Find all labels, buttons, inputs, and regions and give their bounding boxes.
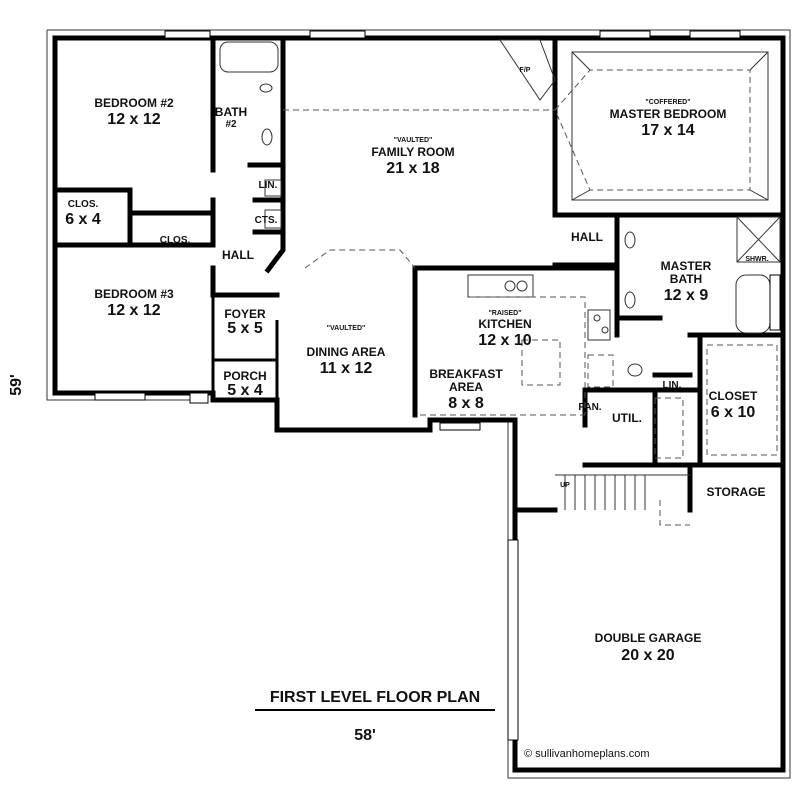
porch-label: PORCH xyxy=(223,369,266,383)
foyer-label: FOYER xyxy=(224,307,266,321)
bath2-label: BATH xyxy=(215,105,247,119)
fixtures xyxy=(94,30,781,741)
master-bath-label: BATH xyxy=(670,272,702,286)
family-note: "VAULTED" xyxy=(394,137,433,144)
family-room-size: 21 x 18 xyxy=(386,160,439,177)
breakfast-label: AREA xyxy=(449,380,483,394)
breakfast-label: BREAKFAST xyxy=(429,367,503,381)
hall-label: HALL xyxy=(222,248,254,262)
dining-label: DINING AREA xyxy=(307,345,386,359)
copyright: © sullivanhomeplans.com xyxy=(524,748,650,760)
walk-in-closet-label: CLOSET xyxy=(709,389,758,403)
utility-label: UTIL. xyxy=(612,411,642,425)
master-bedroom-size: 17 x 14 xyxy=(641,122,694,139)
cts-label: CTS. xyxy=(255,215,278,226)
bedroom3-size: 12 x 12 xyxy=(107,302,160,319)
bedroom2-size: 12 x 12 xyxy=(107,111,160,128)
fireplace-label: F/P xyxy=(520,67,531,74)
bedroom2-label: BEDROOM #2 xyxy=(94,96,174,110)
closet-label: CLOS. xyxy=(160,235,191,246)
closet-label: CLOS. xyxy=(68,199,99,210)
linen-label: LIN. xyxy=(663,380,682,391)
plan-title: FIRST LEVEL FLOOR PLAN xyxy=(270,689,480,706)
pantry-label: PAN. xyxy=(578,402,601,413)
bedroom3-label: BEDROOM #3 xyxy=(94,287,174,301)
kitchen-label: KITCHEN xyxy=(478,317,531,331)
linen-label: LIN. xyxy=(259,180,278,191)
foyer-size: 5 x 5 xyxy=(227,320,263,337)
family-room-label: FAMILY ROOM xyxy=(371,145,454,159)
depth-dimension: 59' xyxy=(8,374,25,396)
walk-in-closet-size: 6 x 10 xyxy=(711,404,756,421)
master-note: "COFFERED" xyxy=(645,99,690,106)
master-bath-label: MASTER xyxy=(661,259,712,273)
stairs-up-label: UP xyxy=(560,482,570,489)
master-bedroom-label: MASTER BEDROOM xyxy=(610,107,727,121)
dining-note: "VAULTED" xyxy=(327,325,366,332)
closet-size: 6 x 4 xyxy=(65,211,101,228)
porch-size: 5 x 4 xyxy=(227,382,263,399)
garage-size: 20 x 20 xyxy=(621,647,674,664)
breakfast-size: 8 x 8 xyxy=(448,395,484,412)
shower-label: SHWR. xyxy=(745,256,768,263)
width-dimension: 58' xyxy=(354,727,376,744)
kitchen-size: 12 x 10 xyxy=(478,332,531,349)
room-labels: BEDROOM #2 12 x 12 CLOS. 6 x 4 CLOS. BED… xyxy=(65,67,769,664)
dining-size: 11 x 12 xyxy=(320,360,373,377)
hall-label: HALL xyxy=(571,230,603,244)
garage-label: DOUBLE GARAGE xyxy=(595,631,702,645)
bath2-number: #2 xyxy=(225,119,237,130)
kitchen-note: "RAISED" xyxy=(488,310,521,317)
master-bath-size: 12 x 9 xyxy=(664,287,709,304)
storage-label: STORAGE xyxy=(706,485,765,499)
